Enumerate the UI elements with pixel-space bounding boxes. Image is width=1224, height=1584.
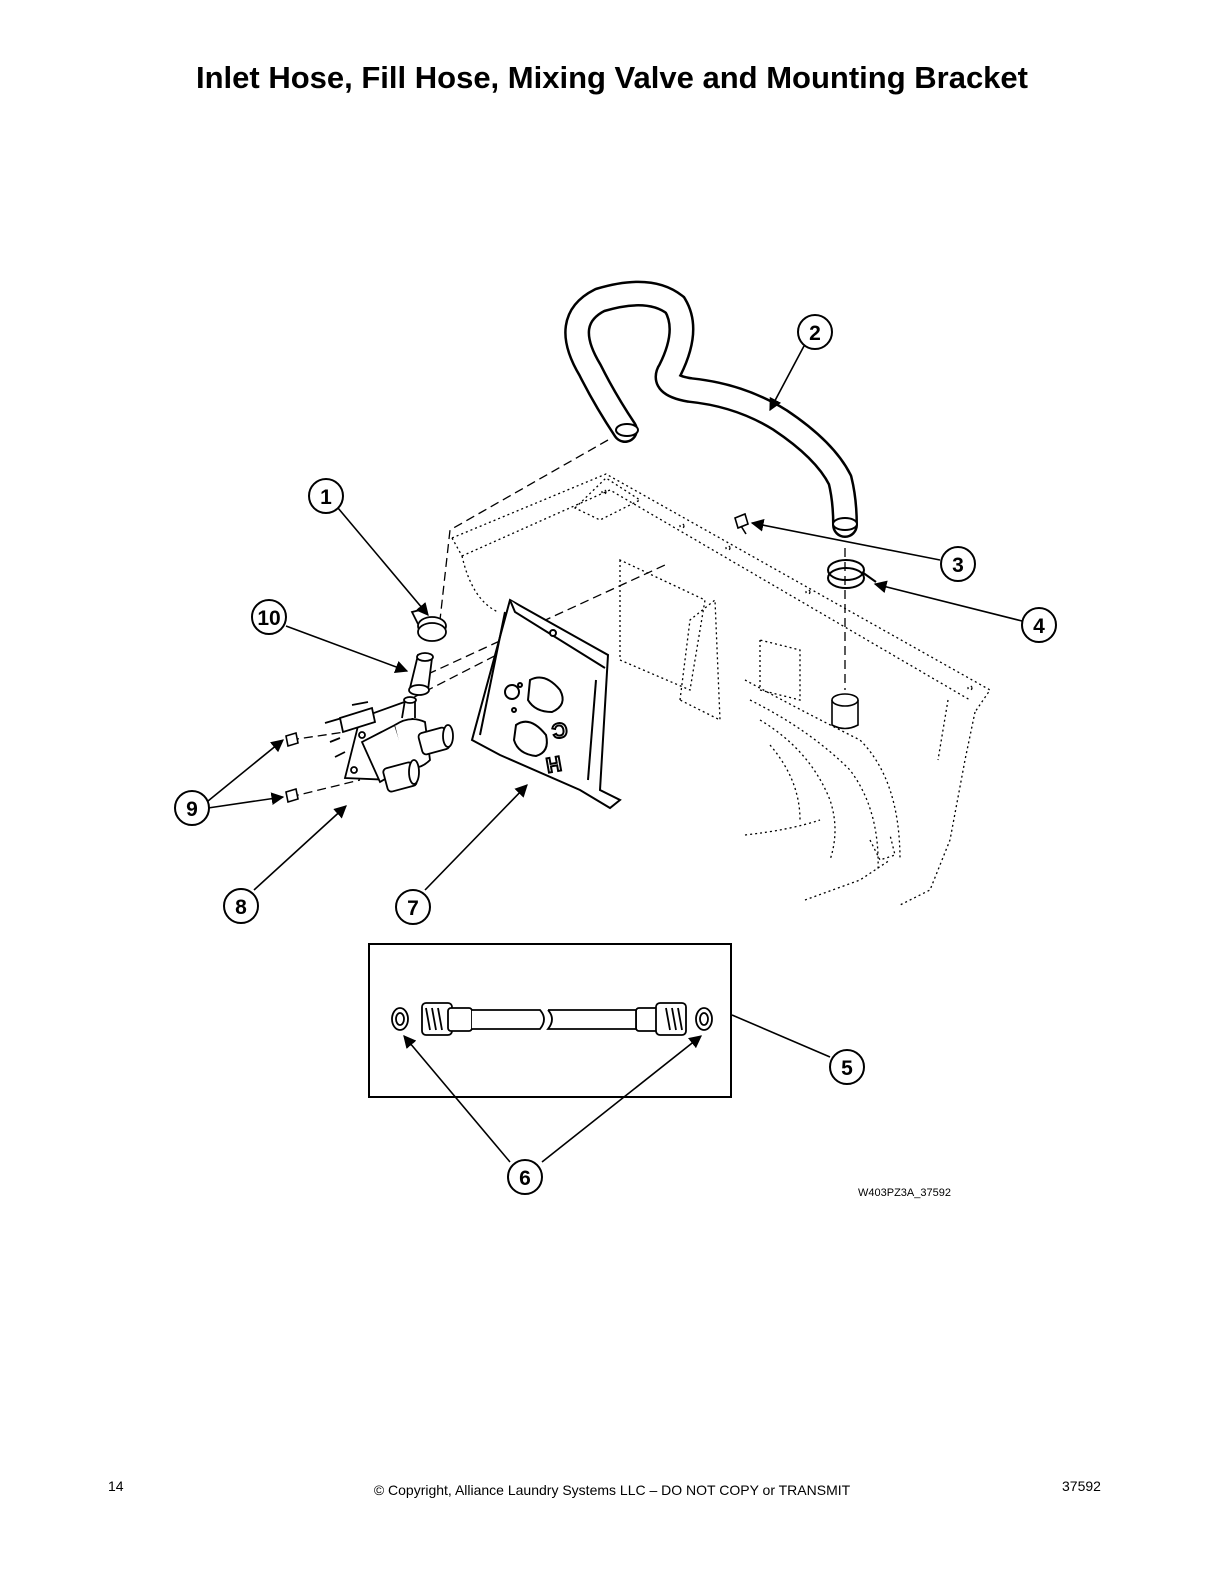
tub-inlet (831, 693, 859, 730)
bracket-cold-mark: C (550, 717, 569, 742)
screw-part-3 (734, 512, 749, 535)
callout-6: 6 (507, 1159, 543, 1195)
page-title: Inlet Hose, Fill Hose, Mixing Valve and … (196, 60, 1028, 95)
document-number: 37592 (1062, 1478, 1101, 1494)
inlet-hose-inset (368, 943, 732, 1098)
callout-7: 7 (395, 889, 431, 925)
callout-1-label: 1 (320, 486, 332, 509)
callout-8: 8 (223, 888, 259, 924)
assembly-lines (289, 439, 846, 798)
callouts: 1 2 3 4 5 6 7 8 (174, 314, 1057, 1195)
copyright-notice: © Copyright, Alliance Laundry Systems LL… (373, 1482, 851, 1498)
callout-1: 1 (308, 478, 344, 514)
fill-hose (564, 280, 858, 538)
callout-6-label: 6 (519, 1167, 531, 1190)
mixing-valve-part-8 (324, 696, 454, 793)
page-number: 14 (108, 1478, 124, 1494)
callout-5: 5 (829, 1049, 865, 1085)
leader-lines (207, 345, 1023, 1163)
callout-4: 4 (1021, 607, 1057, 643)
callout-9-label: 9 (186, 798, 198, 821)
inlet-hose-part-5 (391, 1002, 713, 1036)
bracket-hot-mark: H (544, 751, 563, 776)
hose-clamp-part-4 (827, 559, 877, 589)
callout-7-label: 7 (407, 897, 419, 920)
callout-8-label: 8 (235, 896, 247, 919)
screws-part-9 (285, 731, 299, 804)
callout-2: 2 (797, 314, 833, 350)
cabinet-outline (451, 473, 991, 906)
callout-3: 3 (940, 546, 976, 582)
callout-3-label: 3 (952, 554, 964, 577)
callout-2-label: 2 (809, 322, 821, 345)
callout-5-label: 5 (841, 1057, 853, 1080)
clamp-part-1 (410, 609, 447, 642)
figure-id: W403PZ3A_37592 (858, 1187, 951, 1199)
callout-10-label: 10 (257, 607, 280, 630)
callout-10: 10 (251, 599, 287, 635)
callout-9: 9 (174, 790, 210, 826)
callout-4-label: 4 (1033, 615, 1045, 638)
mounting-bracket-part-7: C H (470, 598, 622, 810)
nozzle-part-10 (408, 652, 434, 696)
